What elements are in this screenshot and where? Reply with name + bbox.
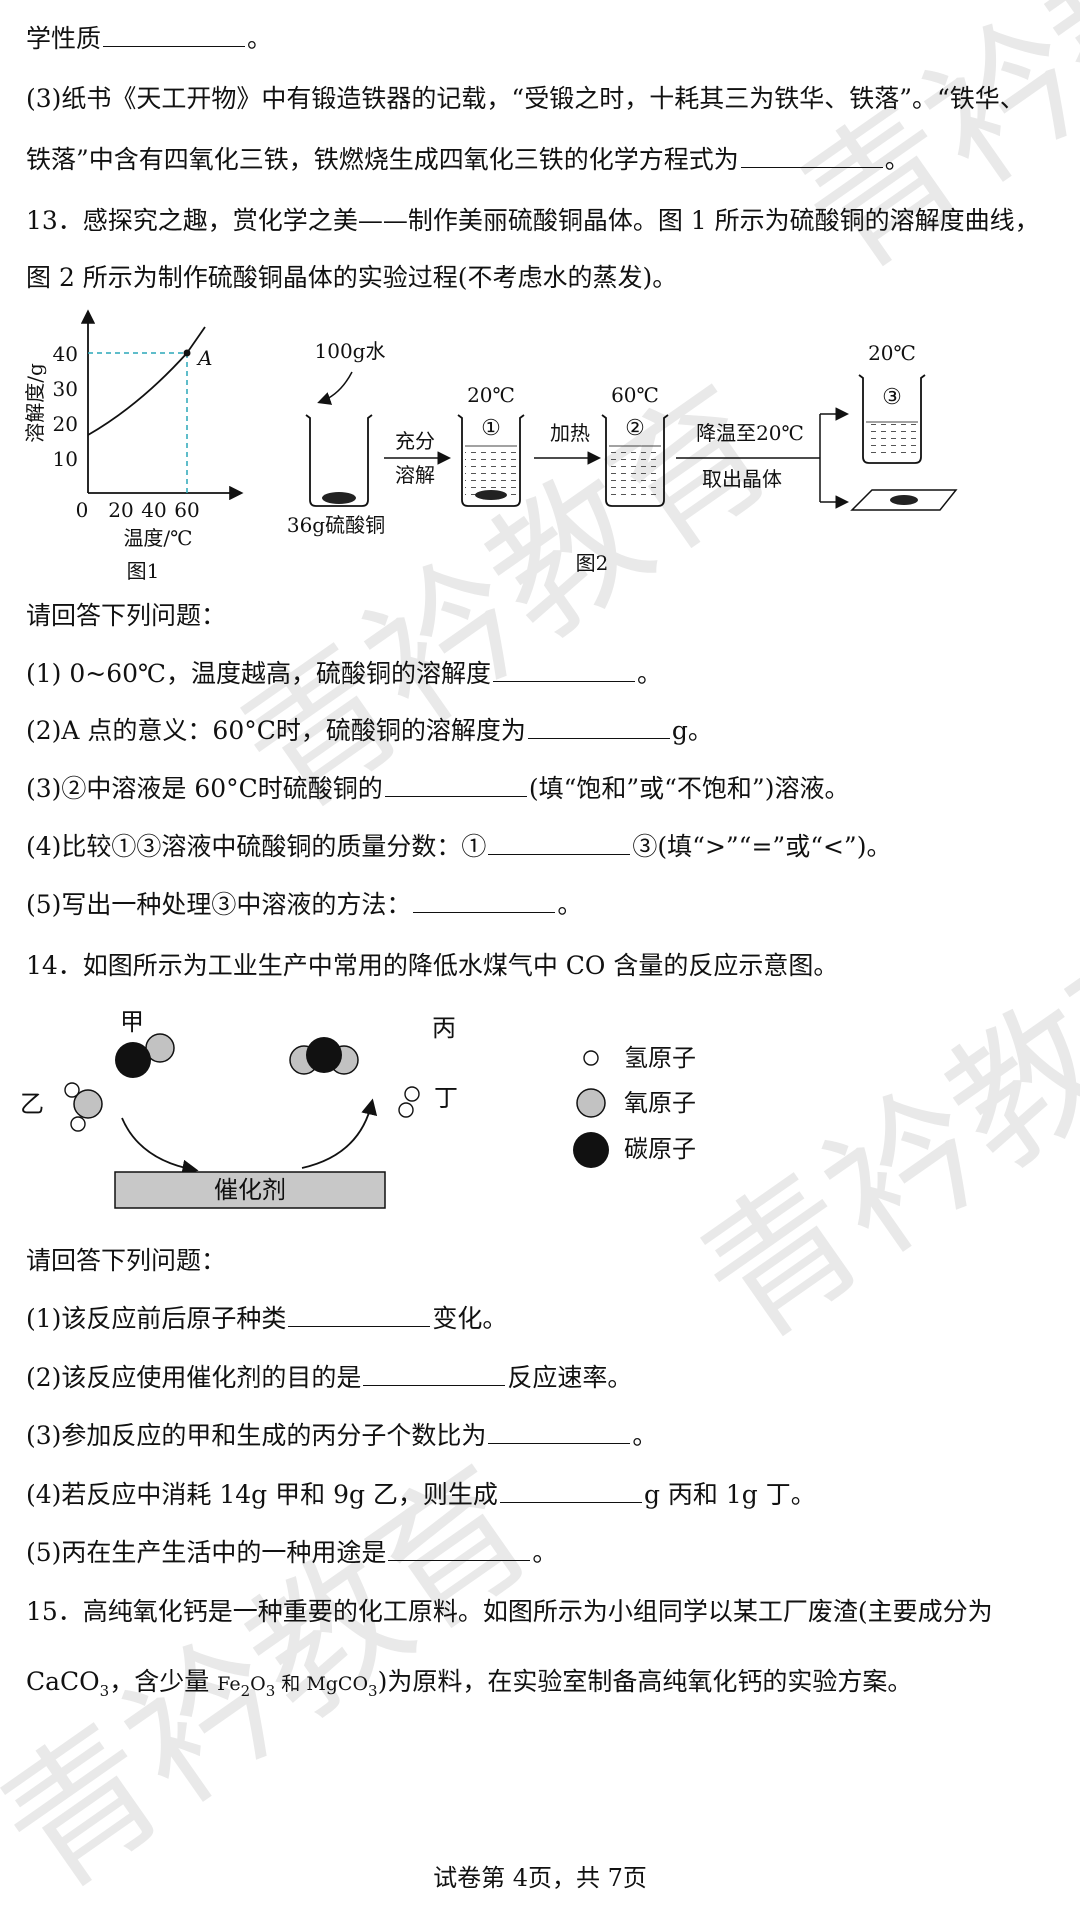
catalyst-bar	[114, 1171, 386, 1209]
figure-1-solubility-chart: A 40 30 20 10 0 20 40 60 温度/℃ 溶解度/g 图1	[23, 309, 244, 583]
q14-item-3: (3)参加反应的甲和生成的丙分子个数比为。	[26, 1421, 658, 1450]
solubility-curve	[87, 326, 206, 436]
pour-arrow	[317, 371, 353, 405]
legend-oxygen-icon	[576, 1088, 606, 1118]
label-bing: 丙	[432, 1014, 456, 1042]
question-14-title: 14．如图所示为工业生产中常用的降低水煤气中 CO 含量的反应示意图。	[26, 951, 839, 980]
beaker-3	[858, 374, 926, 464]
hydrogen-atom	[70, 1116, 86, 1132]
question-15-title: 15．高纯氧化钙是一种重要的化工原料。如图所示为小组同学以某工厂废渣(主要成分为	[26, 1597, 993, 1626]
reactant-arrow	[121, 1117, 199, 1176]
text-line: (3)纸书《天工开物》中有锻造铁器的记载，“受锻之时，十耗其三为铁华、铁落”。“…	[26, 84, 1025, 113]
q13-item-3: (3)②中溶液是 60°C时硫酸铜的(填“饱和”或“不饱和”)溶液。	[26, 774, 850, 803]
q13-intro: 请回答下列问题：	[26, 601, 227, 630]
beaker2-mark: ②	[625, 416, 645, 441]
x-tick-label: 60	[174, 498, 199, 522]
text-line: 铁落”中含有四氧化三铁，铁燃烧生成四氧化三铁的化学方程式为。	[26, 145, 910, 174]
figure-1-caption: 图1	[127, 559, 160, 583]
step3-label-top: 降温至20℃	[696, 421, 804, 445]
beaker1-crystals	[475, 490, 507, 500]
q13-item-5: (5)写出一种处理③中溶液的方法：。	[26, 890, 583, 919]
x-tick-label: 0	[76, 498, 89, 522]
legend-label: 碳原子	[624, 1135, 696, 1163]
beaker-empty	[305, 414, 373, 507]
y-axis-label: 溶解度/g	[23, 363, 47, 443]
y-tick-label: 30	[53, 377, 78, 401]
text-line: 图 2 所示为制作硫酸铜晶体的实验过程(不考虑水的蒸发)。	[26, 263, 678, 292]
label-ding: 丁	[434, 1084, 458, 1112]
step3-label-bottom: 取出晶体	[702, 467, 782, 491]
q14-item-5: (5)丙在生产生活中的一种用途是。	[26, 1538, 558, 1567]
y-tick-label: 20	[53, 412, 78, 436]
crystals	[890, 495, 918, 505]
text-line: 学性质。	[26, 24, 273, 53]
beaker2-temp: 60℃	[611, 383, 659, 407]
beaker3-mark: ③	[882, 385, 902, 410]
legend-hydrogen-icon	[583, 1050, 599, 1066]
point-a-label: A	[196, 346, 212, 370]
step1-label: 溶解	[395, 463, 435, 487]
beaker3-temp: 20℃	[868, 341, 916, 365]
product-arrow	[301, 1098, 378, 1169]
label-yi: 乙	[20, 1090, 44, 1118]
figure-reaction-diagram: 甲 乙 催化剂 丙 丁 氢原子 氧原子 碳原子	[20, 1008, 696, 1209]
q14-item-2: (2)该反应使用催化剂的目的是反应速率。	[26, 1363, 633, 1392]
oxygen-atom	[73, 1089, 103, 1119]
legend-label: 氧原子	[624, 1089, 696, 1117]
legend-label: 氢原子	[624, 1044, 696, 1072]
beaker1-solution	[465, 446, 517, 498]
figure-2-caption: 图2	[576, 551, 609, 575]
beaker-1	[457, 414, 525, 507]
water-label: 100g水	[315, 339, 386, 363]
q13-item-1: (1) 0~60℃，温度越高，硫酸铜的溶解度。	[26, 659, 663, 688]
beaker1-temp: 20℃	[467, 383, 515, 407]
hydrogen-atom	[404, 1086, 420, 1102]
x-axis-label: 温度/℃	[123, 526, 192, 550]
hydrogen-atom	[398, 1102, 414, 1118]
solute-pile	[322, 492, 356, 504]
legend-carbon-icon	[573, 1132, 609, 1168]
filter-paper	[850, 489, 958, 511]
label-jia: 甲	[120, 1008, 144, 1036]
beaker2-solution	[609, 446, 661, 500]
catalyst-label: 催化剂	[214, 1176, 286, 1204]
carbon-atom	[306, 1037, 342, 1073]
beaker3-solution	[866, 422, 918, 456]
q14-intro: 请回答下列问题：	[26, 1246, 227, 1275]
q14-item-1: (1)该反应前后原子种类变化。	[26, 1304, 508, 1333]
step2-label: 加热	[550, 421, 590, 445]
hydrogen-atom	[64, 1082, 80, 1098]
x-tick-label: 20	[108, 498, 133, 522]
question-13-title: 13．感探究之趣，赏化学之美——制作美丽硫酸铜晶体。图 1 所示为硫酸铜的溶解度…	[26, 206, 1040, 235]
carbon-atom	[115, 1042, 151, 1078]
beaker1-mark: ①	[481, 416, 501, 441]
y-tick-label: 10	[53, 447, 78, 471]
question-15-line-2: CaCO3，含少量 Fe2O3 和 MgCO3)为原料，在实验室制备高纯氧化钙的…	[26, 1667, 913, 1700]
y-tick-label: 40	[53, 342, 78, 366]
solute-label: 36g硫酸铜	[287, 513, 385, 537]
step1-label: 充分	[395, 429, 435, 453]
point-a-marker	[183, 349, 191, 357]
figure-2-experiment-process: 100g水 36g硫酸铜 充分 溶解 20℃ ① 加热 60℃ ② 降温至20℃…	[287, 339, 958, 575]
x-tick-label: 40	[141, 498, 166, 522]
page-footer: 试卷第 4页，共 7页	[433, 1864, 647, 1892]
beaker-2	[601, 414, 669, 507]
